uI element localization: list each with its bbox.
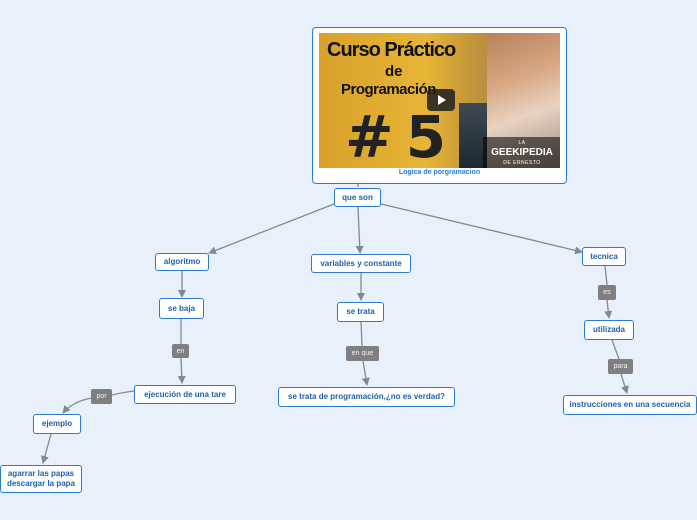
root-node[interactable]: Curso Práctico de Programación # 5 LA GE… xyxy=(312,27,567,184)
play-icon[interactable] xyxy=(427,89,455,111)
node-se-baja[interactable]: se baja xyxy=(159,298,204,319)
link-utilizada-para xyxy=(611,339,620,360)
link-queson-variables xyxy=(355,206,364,254)
node-se-trata-de-programacion[interactable]: se trata de programación,¿no es verdad? xyxy=(278,387,455,407)
thumbnail-title-line3: Programación xyxy=(341,81,436,98)
node-algoritmo[interactable]: algoritmo xyxy=(155,253,209,271)
link-label-por[interactable]: por xyxy=(91,389,112,404)
link-queson-algoritmo xyxy=(208,203,335,255)
node-ejecucion[interactable]: ejecución de una tare xyxy=(134,385,236,404)
node-agarrar-las-papas[interactable]: agarrar las papas descargar la papa xyxy=(0,465,82,493)
brand-logo: LA GEEKIPEDIA DE ERNESTO xyxy=(483,137,560,168)
node-se-trata[interactable]: se trata xyxy=(337,302,384,322)
link-enque-prog xyxy=(361,360,370,386)
thumbnail-title-line2: de xyxy=(385,63,403,80)
episode-number: # 5 xyxy=(345,103,446,168)
link-label-en[interactable]: en xyxy=(172,344,189,358)
node-variables-y-constante[interactable]: variables y constante xyxy=(311,254,411,273)
link-ejemplo-agarrar xyxy=(41,433,52,464)
thumbnail-title-line1: Curso Práctico xyxy=(327,39,456,61)
link-label-en-que[interactable]: en que xyxy=(346,346,379,361)
link-tecnica-es xyxy=(604,265,608,286)
link-ejecucion-por xyxy=(111,390,135,396)
link-setrata-enque xyxy=(360,321,363,347)
node-que-son[interactable]: que son xyxy=(334,188,381,207)
node-tecnica[interactable]: tecnica xyxy=(582,247,626,266)
link-queson-tecnica xyxy=(380,203,583,255)
link-por-ejemplo xyxy=(62,397,92,414)
link-label-es[interactable]: es xyxy=(598,285,616,300)
link-label-para[interactable]: para xyxy=(608,359,633,374)
node-ejemplo[interactable]: ejemplo xyxy=(33,414,81,434)
link-es-utilizada xyxy=(604,299,613,319)
root-caption: Logica de porgramacion xyxy=(398,169,481,176)
link-para-instrucciones xyxy=(620,373,629,394)
link-en-ejecucion xyxy=(177,357,186,384)
node-utilizada[interactable]: utilizada xyxy=(584,320,634,340)
node-instrucciones[interactable]: instrucciones en una secuencia xyxy=(563,395,697,415)
video-thumbnail[interactable]: Curso Práctico de Programación # 5 LA GE… xyxy=(319,33,560,168)
